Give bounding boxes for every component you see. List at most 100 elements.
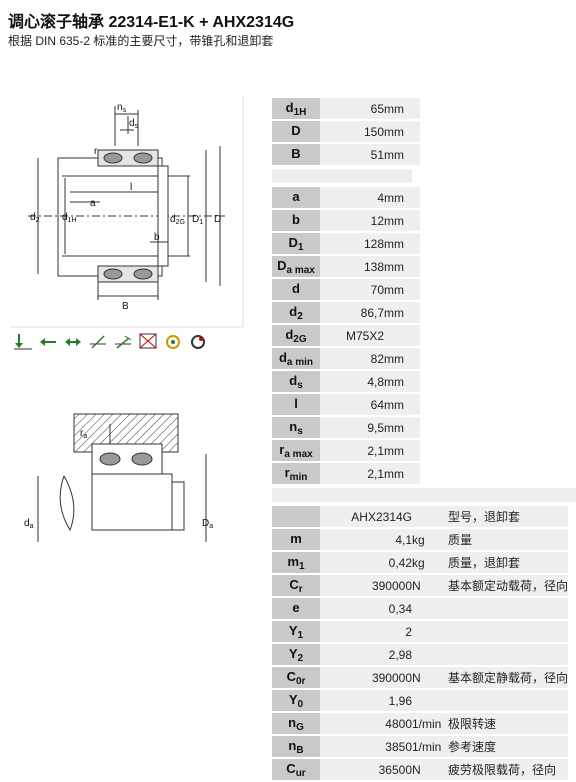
- spec-description: [448, 598, 568, 619]
- spec-unit: [412, 621, 448, 642]
- spec-description: 基本额定静载荷，径向: [448, 667, 568, 688]
- spec-symbol: d1H: [272, 98, 320, 119]
- label-D1: D1: [192, 214, 203, 226]
- spec-symbol: Y0: [272, 690, 320, 711]
- spec-unit: kg: [412, 552, 448, 573]
- spec-symbol: d2: [272, 302, 320, 323]
- mounting-dimension-drawing: ra da Da: [10, 364, 242, 592]
- spec-unit: mm: [384, 279, 420, 300]
- spec-unit: mm: [384, 187, 420, 208]
- page-title: 调心滚子轴承 22314-E1-K + AHX2314G: [8, 14, 295, 31]
- spec-unit: 1/min: [412, 713, 448, 734]
- spec-unit: [384, 325, 420, 346]
- label-l: l: [130, 182, 132, 193]
- spec-symbol: nG: [272, 713, 320, 734]
- spec-value: 2,1: [320, 463, 384, 484]
- spec-value: 4,1: [320, 529, 412, 550]
- spec-description: 参考速度: [448, 736, 568, 757]
- bearing-cross-section-drawing: ns ds r l a d2 d1H d2G D1 D b B: [28, 102, 225, 312]
- spec-unit: kg: [412, 529, 448, 550]
- table-separator: [272, 169, 412, 183]
- spec-description: [448, 644, 568, 665]
- spec-value: 390000: [320, 575, 412, 596]
- spec-value: 2,98: [320, 644, 412, 665]
- spec-unit: mm: [384, 371, 420, 392]
- spec-symbol: d2G: [272, 325, 320, 346]
- spec-value: 12: [320, 210, 384, 231]
- page-subtitle: 根据 DIN 635-2 标准的主要尺寸，带锥孔和退卸套: [8, 34, 274, 48]
- spec-description: [448, 690, 568, 711]
- spec-unit: [412, 598, 448, 619]
- spec-unit: N: [412, 759, 448, 780]
- spec-value: 390000: [320, 667, 412, 688]
- spec-description: 质量，退卸套: [448, 552, 568, 573]
- spec-unit: mm: [384, 256, 420, 277]
- spec-unit: N: [412, 575, 448, 596]
- label-B: B: [122, 301, 129, 312]
- spec-value: 128: [320, 233, 384, 254]
- spec-value: 2: [320, 621, 412, 642]
- spec-value: M75X2: [320, 325, 384, 346]
- spec-unit: mm: [384, 121, 420, 142]
- spec-unit: mm: [384, 440, 420, 461]
- spec-description: [448, 621, 568, 642]
- spec-symbol: ns: [272, 417, 320, 438]
- label-ds: ds: [129, 118, 139, 130]
- label-ra: ra: [80, 428, 87, 440]
- spec-symbol: m1: [272, 552, 320, 573]
- spec-symbol: nB: [272, 736, 320, 757]
- spec-value: 3850: [320, 736, 412, 757]
- spec-symbol: e: [272, 598, 320, 619]
- spec-unit: mm: [384, 394, 420, 415]
- spec-symbol: ra max: [272, 440, 320, 461]
- spec-description: 型号，退卸套: [448, 506, 568, 527]
- spec-value: 1,96: [320, 690, 412, 711]
- spec-symbol: [272, 506, 320, 527]
- spec-unit: mm: [384, 348, 420, 369]
- spec-symbol: a: [272, 187, 320, 208]
- mounting-drawing-panel: ra da Da: [10, 364, 242, 592]
- spec-unit: [412, 506, 448, 527]
- spec-symbol: D1: [272, 233, 320, 254]
- radial-load-icon: [12, 331, 34, 351]
- spec-row: AHX2314G 型号，退卸套: [272, 506, 568, 527]
- spec-value: 36500: [320, 759, 412, 780]
- spec-symbol: m: [272, 529, 320, 550]
- low-friction-icon: [187, 331, 209, 351]
- table-separator: [272, 488, 576, 502]
- spec-symbol: ds: [272, 371, 320, 392]
- label-d2g: d2G: [170, 214, 185, 226]
- spec-description: 质量: [448, 529, 568, 550]
- spec-value: 65: [320, 98, 384, 119]
- spec-symbol: l: [272, 394, 320, 415]
- label-Da: Da: [202, 518, 213, 530]
- label-da: da: [24, 518, 34, 530]
- spec-value: 86,7: [320, 302, 384, 323]
- spec-description: 疲劳极限载荷，径向: [448, 759, 568, 780]
- spec-value: 82: [320, 348, 384, 369]
- spec-value: AHX2314G: [320, 506, 412, 527]
- spec-value: 70: [320, 279, 384, 300]
- spec-symbol: Da max: [272, 256, 320, 277]
- label-a: a: [90, 198, 96, 209]
